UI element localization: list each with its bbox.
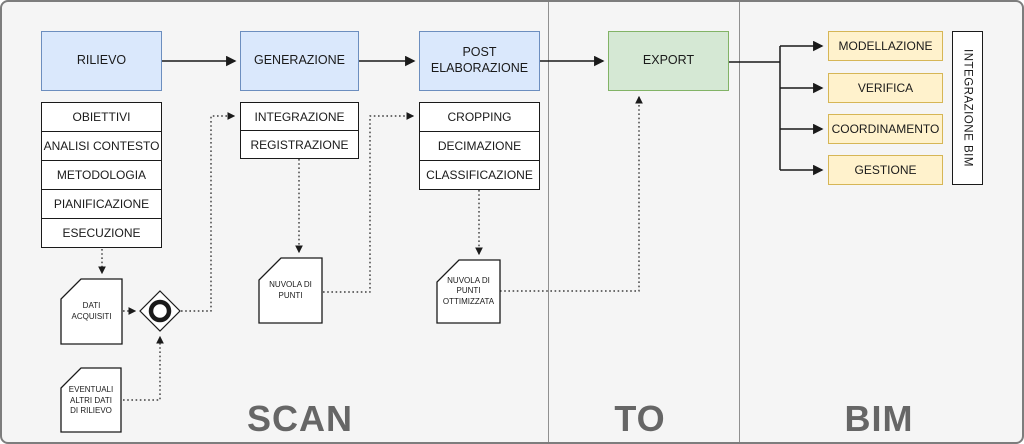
phase-rilievo: RILIEVO: [41, 31, 162, 91]
list-item-obiettivi: OBIETTIVI: [41, 102, 162, 132]
document-nuvola-di-punti: NUVOLA DI PUNTI: [269, 280, 312, 300]
phase-generazione: GENERAZIONE: [240, 31, 359, 91]
section-label-bim: BIM: [844, 398, 914, 439]
list-item-pianificazione: PIANIFICAZIONE: [41, 189, 162, 219]
list-item-integrazione: INTEGRAZIONE: [240, 102, 359, 131]
list-item-analisi-contesto: ANALISI CONTESTO: [41, 131, 162, 161]
divider-scan-to: [548, 2, 549, 442]
bim-activity-verifica: VERIFICA: [828, 73, 943, 103]
list-item-metodologia: METODOLOGIA: [41, 160, 162, 190]
bim-activity-modellazione: MODELLAZIONE: [828, 31, 943, 61]
divider-to-bim: [739, 2, 740, 442]
list-item-cropping: CROPPING: [419, 102, 540, 132]
document-nuvola-di-punti-ottimizzata: NUVOLA DI PUNTI OTTIMIZZATA: [442, 275, 495, 306]
rilievo-steps-list: OBIETTIVI ANALISI CONTESTO METODOLOGIA P…: [41, 102, 162, 248]
phase-export: EXPORT: [608, 31, 729, 91]
list-item-classificazione: CLASSIFICAZIONE: [419, 160, 540, 190]
bim-activity-coordinamento: COORDINAMENTO: [828, 114, 943, 144]
inclusive-gateway-shape: [139, 290, 181, 332]
document-eventuali-altri-dati: EVENTUALI ALTRI DATI DI RILIEVO: [68, 385, 114, 416]
phase-post-elaborazione: POST ELABORAZIONE: [419, 31, 540, 91]
dotted-connectors: [98, 95, 643, 401]
post-elaborazione-steps-list: CROPPING DECIMAZIONE CLASSIFICAZIONE: [419, 102, 540, 190]
list-item-esecuzione: ESECUZIONE: [41, 218, 162, 248]
generazione-steps-list: INTEGRAZIONE REGISTRAZIONE: [240, 102, 359, 159]
document-dati-acquisiti: DATI ACQUISITI: [71, 301, 112, 321]
list-item-registrazione: REGISTRAZIONE: [240, 130, 359, 159]
section-label-scan: SCAN: [246, 398, 353, 439]
integrazione-bim-box: INTEGRAZIONE BIM: [952, 31, 983, 185]
section-label-to: TO: [614, 398, 666, 439]
list-item-decimazione: DECIMAZIONE: [419, 131, 540, 161]
bim-activity-gestione: GESTIONE: [828, 155, 943, 185]
